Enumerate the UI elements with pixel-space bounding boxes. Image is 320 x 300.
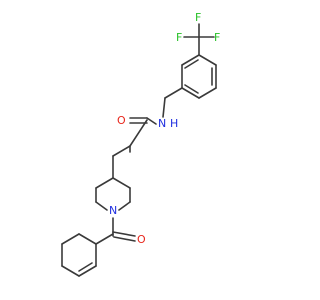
bond-benzene-6: [181, 54, 200, 66]
bond-acyl-o-1: [112, 231, 136, 237]
atom-f3: F: [214, 31, 220, 44]
bonds: [61, 23, 217, 277]
atom-o-carbonyl: O: [137, 233, 146, 246]
molecule-canvas: F F F O N H N O: [61, 11, 220, 277]
bond-pip-3: [118, 201, 131, 211]
bond-chain-3: [112, 145, 131, 157]
bond-benzene-3: [198, 87, 217, 99]
bond-benzene-6-inner: [184, 59, 199, 69]
bond-pip-4: [95, 201, 108, 211]
bond-carbonyl-chain: [129, 119, 148, 147]
structure-diagram: F F F O N H N O: [61, 11, 220, 277]
bond-ring-ch2: [164, 87, 183, 99]
atom-labels: F F F O N H N O: [109, 11, 220, 246]
bond-benzene-4-inner: [184, 84, 199, 94]
bond-cyc-6: [61, 233, 80, 245]
bond-pip-6: [95, 177, 114, 189]
bond-cyc-4: [61, 265, 80, 277]
bond-n-carbonyl: [146, 117, 157, 125]
atom-f2: F: [195, 11, 201, 24]
atom-o-amide: O: [117, 114, 126, 127]
bond-acyl-o-2: [113, 236, 136, 242]
bond-cyc-3-inner: [78, 262, 93, 272]
atom-h-amide: H: [170, 117, 178, 130]
bond-benzene-4: [181, 87, 200, 99]
bond-pip-1: [112, 177, 131, 189]
atom-n-piperidine: N: [109, 204, 117, 217]
bond-cyc-7: [78, 233, 97, 245]
bond-cyc-3: [78, 265, 97, 277]
atom-f1: F: [176, 31, 182, 44]
bond-ch2-n: [162, 97, 166, 118]
atom-n-amide: N: [158, 117, 166, 130]
bond-benzene-1: [198, 54, 217, 66]
bond-cyc-1: [95, 233, 114, 245]
